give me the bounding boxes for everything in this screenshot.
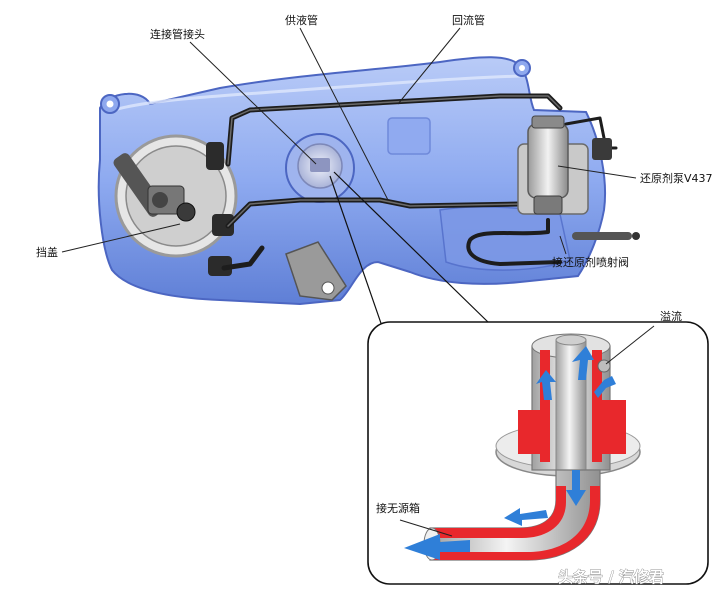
- inset-inner-pipe-top: [555, 334, 587, 346]
- injector-line: [466, 218, 562, 266]
- leader-connector: [189, 41, 317, 165]
- leader-to-tank: [399, 519, 453, 537]
- cover-connector-mid: [212, 214, 234, 236]
- label-return-line: 回流管: [452, 13, 485, 27]
- leader-overflow: [605, 325, 655, 365]
- overflow-inset: [367, 321, 709, 585]
- leader-cover: [61, 223, 181, 253]
- hose-lines: [221, 93, 618, 271]
- cover-sensor-knob: [152, 192, 168, 208]
- inset-wall-left: [540, 350, 550, 462]
- zoom-line-right: [333, 171, 491, 325]
- flow-arrow-elbow: [504, 508, 548, 526]
- flow-arrow-out: [404, 534, 470, 560]
- mount-ear-hole-2: [519, 65, 525, 71]
- leader-return: [397, 27, 461, 105]
- filler-cap-slot: [310, 158, 330, 172]
- cover-lower-hose: [221, 245, 265, 271]
- label-connector: 连接管接头: [150, 27, 205, 41]
- supply-line-shine: [227, 199, 521, 227]
- flow-arrow-down: [566, 470, 586, 506]
- label-pump: 还原剂泵V437: [640, 171, 713, 185]
- watermark: 头条号 / 汽修君: [558, 568, 664, 586]
- pump-top-cap: [531, 115, 565, 129]
- tank-recess: [387, 117, 431, 155]
- cover-plug: [176, 202, 196, 222]
- injector-port: [572, 232, 632, 240]
- leader-lines: [61, 27, 637, 333]
- zoom-line-left: [329, 175, 385, 333]
- label-to-tank: 接无源箱: [376, 501, 420, 515]
- inset-elbow-wall-top: [430, 486, 566, 538]
- return-line-shine: [227, 95, 561, 165]
- label-cover: 挡盖: [36, 245, 58, 259]
- leader-pump: [557, 165, 637, 179]
- leader-injector: [559, 235, 567, 255]
- label-injector: 接还原剂喷射阀: [552, 255, 629, 269]
- labels: 连接管接头 供液管 回流管 还原剂泵V437 挡盖 接还原剂喷射阀 溢流 接无源…: [36, 13, 713, 515]
- pump-plug: [592, 138, 612, 160]
- pump-housing: [527, 123, 569, 199]
- injector-port-tip: [632, 232, 640, 240]
- inset-wall-step-right: [600, 400, 626, 454]
- flow-arrows: [404, 346, 616, 560]
- heater-cover-module: [113, 134, 238, 276]
- inset-elbow-wall-bottom: [430, 486, 600, 560]
- tank-bracket-hole: [321, 281, 335, 295]
- leader-supply: [299, 27, 389, 201]
- flow-arrow-up-1: [572, 346, 594, 380]
- cover-connector-bottom: [208, 256, 232, 276]
- flow-arrow-overflow: [594, 376, 616, 398]
- reductant-pump: [517, 115, 640, 240]
- flow-arrow-up-2: [536, 370, 556, 400]
- pump-outlet: [533, 195, 563, 215]
- label-overflow: 溢流: [660, 309, 682, 323]
- inset-wall-step-left: [518, 410, 542, 454]
- inset-wall-right: [592, 350, 602, 462]
- label-supply-line: 供液管: [285, 13, 318, 27]
- cover-connector-top: [206, 142, 224, 170]
- mount-ear-hole: [106, 100, 114, 108]
- tank-highlight: [107, 74, 521, 114]
